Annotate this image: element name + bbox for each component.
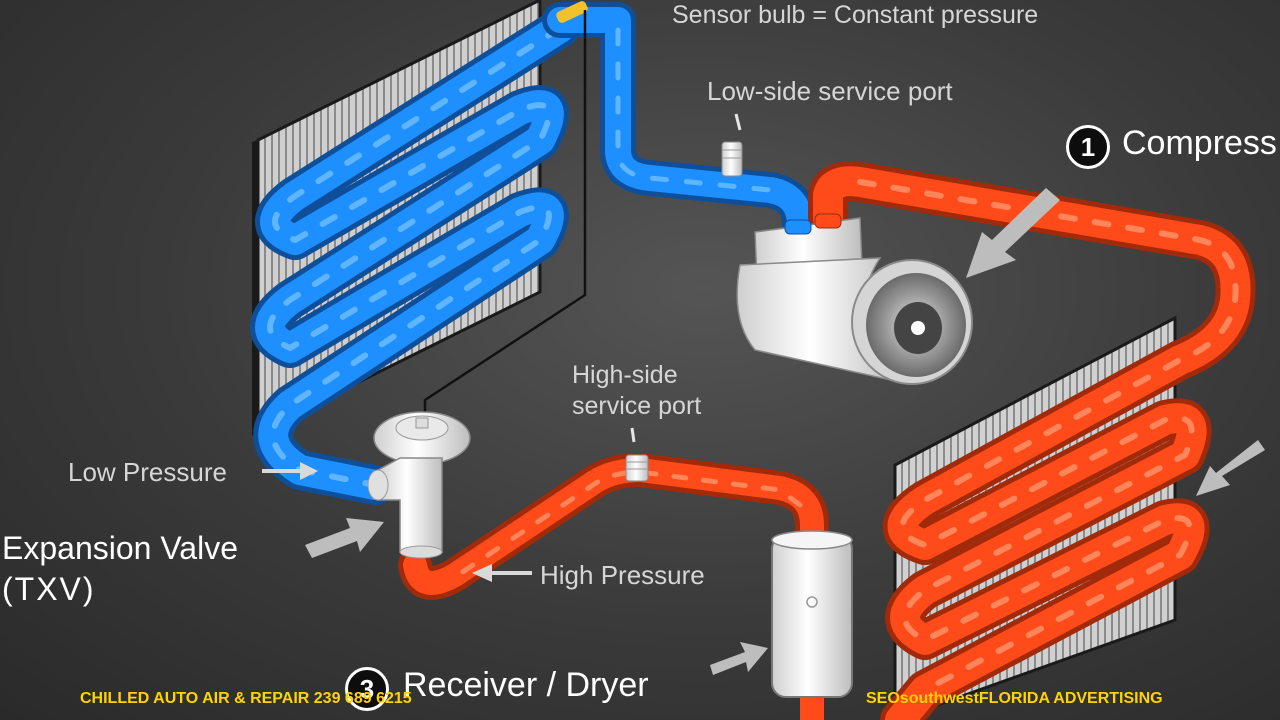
footer-right-text: SEOsouthwestFLORIDA ADVERTISING: [866, 690, 1163, 707]
liquid-line-high-pressure: [398, 453, 829, 600]
expansion-valve-label-line2: (TXV): [2, 571, 96, 607]
receiver-dryer-label: Receiver / Dryer: [403, 666, 649, 704]
high-side-service-port: [625, 427, 649, 482]
compressor: [736, 213, 973, 385]
high-pressure-arrow-icon: [472, 564, 532, 582]
evaporator-tubes-low-pressure: [250, 8, 580, 505]
compressor-label: Compress: [1122, 124, 1277, 162]
discharge-line-high-pressure: [808, 161, 1256, 720]
sensor-bulb: [556, 1, 588, 23]
receiver-pointer-arrow-icon: [710, 642, 768, 675]
footer-left-text: CHILLED AUTO AIR & REPAIR 239 689 6215: [80, 690, 412, 707]
high-side-service-port-label-line1: High-side: [572, 361, 678, 389]
compressor-number-badge: 1: [1066, 125, 1110, 169]
suction-line-low-pressure: [542, 2, 818, 243]
high-side-service-port-label-line2: service port: [572, 392, 702, 420]
high-pressure-label: High Pressure: [540, 560, 705, 590]
receiver-dryer: [771, 530, 853, 698]
low-pressure-label: Low Pressure: [68, 457, 227, 487]
sensor-bulb-label: Sensor bulb = Constant pressure: [672, 1, 1039, 29]
expansion-valve-label-line1: Expansion Valve: [2, 530, 238, 566]
condenser-pointer-arrow-icon: [1196, 440, 1265, 496]
compressor-pointer-arrow-icon: [966, 188, 1060, 278]
low-pressure-arrow-icon: [262, 462, 318, 480]
receiver-number-badge: 3: [345, 667, 389, 711]
low-side-service-port: [721, 113, 743, 177]
low-side-service-port-label: Low-side service port: [707, 76, 953, 106]
pointer-arrows: [262, 188, 1265, 675]
expansion-valve-txv: [367, 411, 471, 559]
txv-pointer-arrow-icon: [305, 518, 384, 558]
